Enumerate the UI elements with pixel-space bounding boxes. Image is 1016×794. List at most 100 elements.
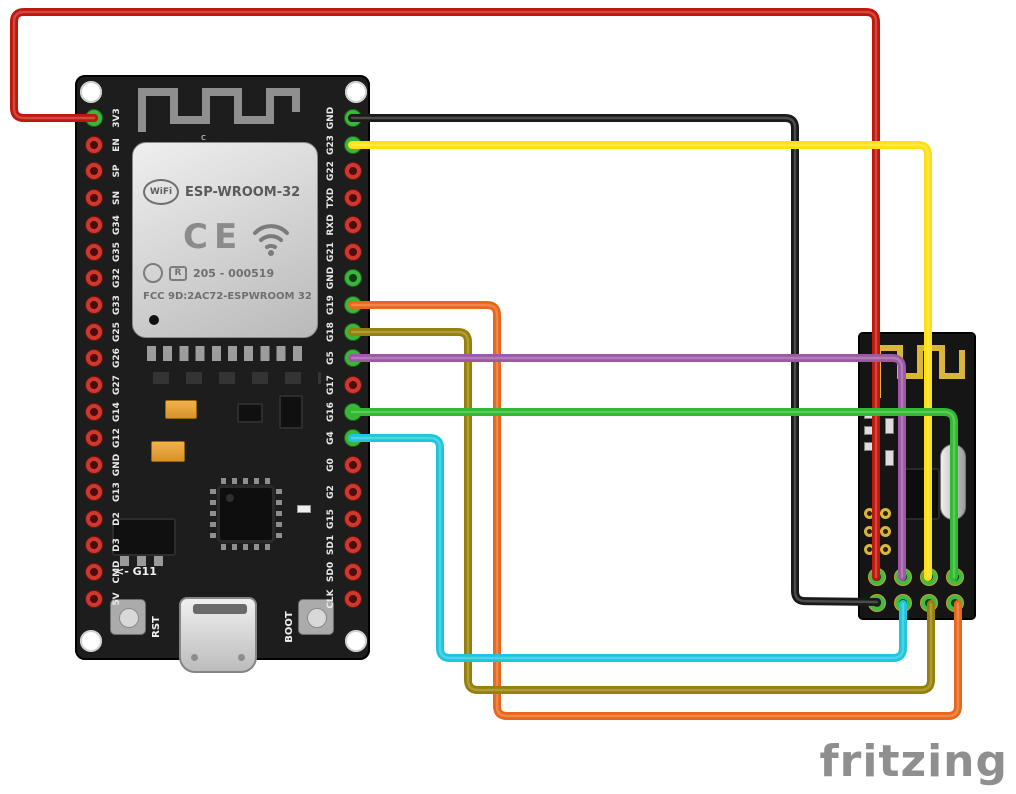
- led: [297, 505, 311, 513]
- esp32-pin-5v-left[interactable]: [85, 590, 102, 607]
- micro-usb-connector[interactable]: [179, 597, 257, 673]
- pcb-antenna-icon: [138, 88, 300, 132]
- flash-chip: [217, 485, 275, 543]
- esp32-pin-sd1-right[interactable]: [344, 537, 361, 554]
- esp32-pin-g14-left[interactable]: [85, 403, 102, 420]
- ce-mark: CE: [183, 217, 244, 257]
- via-pad: [880, 544, 891, 555]
- esp32-pin-g33-left[interactable]: [85, 296, 102, 313]
- wire-purple-g5[interactable]: [348, 354, 906, 581]
- esp32-pin-g25-left[interactable]: [85, 323, 102, 340]
- nrf-header-pin-r1c2[interactable]: [921, 595, 937, 611]
- esp32-pin-cmd-left[interactable]: [85, 563, 102, 580]
- esp32-pin-g12-left[interactable]: [85, 430, 102, 447]
- smd-resistor: [864, 426, 880, 435]
- usb-dimple: [238, 654, 245, 661]
- esp32-pin-g0-right[interactable]: [344, 457, 361, 474]
- esp32-pin-sn-left[interactable]: [85, 190, 102, 207]
- wire-olive-g18[interactable]: [348, 328, 935, 694]
- smd-resistor: [864, 410, 880, 419]
- nrf24-transceiver-chip: [900, 468, 940, 520]
- esp32-pin-g15-right[interactable]: [344, 510, 361, 527]
- capacitor: [151, 441, 185, 462]
- certification-mark-icon: [143, 263, 163, 283]
- nrf-header-pin-r1c1[interactable]: [895, 595, 911, 611]
- r-mark: R: [169, 266, 187, 281]
- certification-number: 205 - 000519: [193, 267, 275, 280]
- capacitor: [165, 400, 197, 419]
- nrf-header-pin-r0c1[interactable]: [895, 569, 911, 585]
- esp32-pin-g21-right[interactable]: [344, 243, 361, 260]
- esp32-pin-sp-left[interactable]: [85, 163, 102, 180]
- esp32-pin-rxd-right[interactable]: [344, 216, 361, 233]
- esp32-pin-g27-left[interactable]: [85, 377, 102, 393]
- smd-resistor: [885, 418, 894, 434]
- esp32-pin-label-5v: 5V: [112, 591, 122, 606]
- shield-dot: [149, 315, 159, 325]
- esp32-pin-gnd-right[interactable]: [344, 270, 361, 287]
- usb-dimple: [191, 654, 198, 661]
- esp32-pin-g13-left[interactable]: [85, 483, 102, 500]
- esp32-pin-label-clk: CLK: [326, 588, 336, 609]
- esp32-pin-txd-right[interactable]: [344, 190, 361, 207]
- fritzing-watermark: fritzing: [819, 736, 1008, 787]
- wire-yellow-g23[interactable]: [348, 141, 932, 581]
- via-pad: [864, 526, 875, 537]
- esp32-pin-gnd-right[interactable]: [344, 110, 361, 126]
- via-pad: [864, 544, 875, 555]
- esp32-pin-g34-left[interactable]: [85, 216, 102, 233]
- esp32-pin-g23-right[interactable]: [344, 136, 361, 153]
- nrf-header-pin-r0c0[interactable]: [869, 569, 885, 585]
- nrf-header-pin-r0c3[interactable]: [947, 569, 963, 585]
- nrf-header-pin-r1c0[interactable]: [869, 595, 885, 611]
- esp32-pin-g32-left[interactable]: [85, 270, 102, 287]
- wifi-brand-logo: WiFi: [143, 179, 179, 205]
- esp32-pin-d3-left[interactable]: [85, 537, 102, 554]
- esp32-pin-sd0-right[interactable]: [344, 563, 361, 580]
- smd-chip: [237, 403, 263, 423]
- wifi-symbol-icon: [253, 224, 289, 256]
- usb-slot: [193, 604, 247, 614]
- esp32-pin-g16-right[interactable]: [344, 403, 361, 420]
- esp32-pin-g17-right[interactable]: [344, 377, 361, 393]
- esp32-pin-g26-left[interactable]: [85, 350, 102, 367]
- via-pad: [880, 508, 891, 519]
- mounting-hole: [345, 630, 367, 652]
- esp32-pin-3v3-left[interactable]: [85, 110, 102, 126]
- smd-components: [153, 372, 321, 384]
- esp32-pin-gnd-left[interactable]: [85, 457, 102, 474]
- nrf-header-pin-r0c2[interactable]: [921, 569, 937, 585]
- solder-pads: [147, 346, 309, 361]
- via-pad: [880, 526, 891, 537]
- smd-resistor: [885, 450, 894, 466]
- esp32-pin-g22-right[interactable]: [344, 163, 361, 180]
- nrf-header-pin-r1c3[interactable]: [947, 595, 963, 611]
- ic-pins: [210, 489, 216, 539]
- module-model-text: ESP-WROOM-32: [185, 185, 301, 200]
- smd-resistor: [864, 442, 880, 451]
- esp32-pin-g5-right[interactable]: [344, 350, 361, 367]
- wire-black-ground[interactable]: [348, 114, 881, 606]
- esp32-pin-clk-right[interactable]: [344, 590, 361, 607]
- mounting-hole: [80, 630, 102, 652]
- esp32-pin-g35-left[interactable]: [85, 243, 102, 260]
- wire-cyan-g4[interactable]: [348, 434, 907, 662]
- ic-pins: [221, 478, 271, 484]
- esp32-board[interactable]: c WiFi ESP-WROOM-32 CE R 205 - 000519 FC…: [75, 75, 370, 673]
- esp32-pin-g19-right[interactable]: [344, 296, 361, 313]
- mounting-hole: [345, 81, 367, 103]
- esp32-pin-en-left[interactable]: [85, 136, 102, 153]
- via-pad: [864, 508, 875, 519]
- esp32-pin-d2-left[interactable]: [85, 510, 102, 527]
- rst-button[interactable]: [110, 599, 146, 635]
- crystal-oscillator: [940, 444, 966, 520]
- boot-button[interactable]: [298, 599, 334, 635]
- nrf24l01-board[interactable]: [858, 332, 976, 620]
- esp32-pin-g18-right[interactable]: [344, 323, 361, 340]
- esp32-pin-g2-right[interactable]: [344, 483, 361, 500]
- ic-pins: [276, 489, 282, 539]
- esp32-pin-g4-right[interactable]: [344, 430, 361, 447]
- esp-wroom-32-shield: WiFi ESP-WROOM-32 CE R 205 - 000519 FCC …: [132, 142, 318, 338]
- fcc-id-text: FCC 9D:2AC72-ESPWROOM 32: [143, 291, 312, 302]
